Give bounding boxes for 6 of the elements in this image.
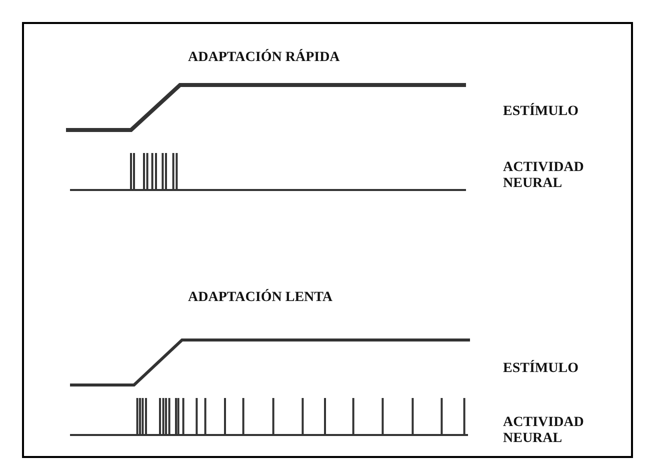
trace-label: ACTIVIDAD NEURAL	[503, 160, 585, 192]
trace-label: ESTÍMULO	[503, 104, 578, 120]
trace-label: ESTÍMULO	[503, 361, 578, 378]
panel-title: ADAPTACIÓN LENTA	[188, 290, 333, 306]
panel-title: ADAPTACIÓN RÁPIDA	[188, 50, 340, 66]
trace-label: ACTIVIDAD NEURAL	[503, 415, 585, 448]
